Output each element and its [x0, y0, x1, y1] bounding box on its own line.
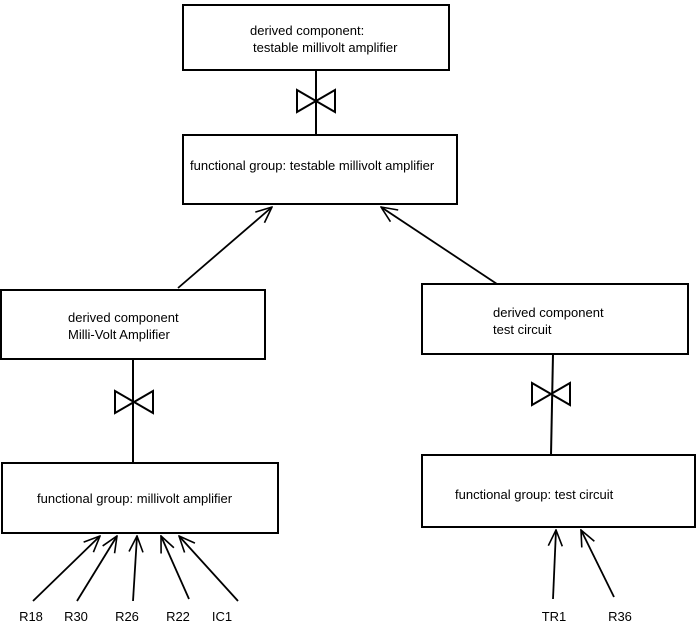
component-label-ic1: IC1 — [212, 609, 232, 624]
bowtie-icon-right — [531, 381, 571, 407]
arrow-r22 — [160, 536, 190, 600]
node-left-derived: derived component Milli-Volt Amplifier — [0, 289, 266, 360]
node-top-functional-box — [182, 134, 458, 205]
node-left-derived-label-line1: derived component — [68, 310, 179, 325]
node-right-functional: functional group: test circuit — [421, 454, 696, 528]
node-right-derived-label-line2: test circuit — [493, 322, 552, 337]
node-right-functional-label: functional group: test circuit — [455, 487, 614, 502]
component-label-r36: R36 — [608, 609, 632, 624]
arrow-r26 — [133, 536, 137, 602]
arrow-right-derived-to-top-functional — [381, 207, 501, 287]
arrow-ic1 — [179, 536, 239, 602]
node-left-functional-box — [1, 462, 279, 534]
arrow-r36 — [581, 530, 615, 598]
bowtie-icon-left — [114, 389, 154, 415]
arrow-tr1 — [553, 530, 556, 600]
node-right-derived-label-line1: derived component — [493, 305, 604, 320]
component-label-r26: R26 — [115, 609, 139, 624]
node-top-derived-label-line2: testable millivolt amplifier — [253, 40, 398, 55]
node-left-functional: functional group: millivolt amplifier — [1, 462, 279, 534]
node-top-derived-label-line1: derived component: — [250, 23, 364, 38]
node-right-functional-box — [421, 454, 696, 528]
node-top-functional-label: functional group: testable millivolt amp… — [190, 158, 435, 173]
node-left-derived-label-line2: Milli-Volt Amplifier — [68, 327, 171, 342]
arrow-r30 — [76, 536, 117, 602]
arrow-r18 — [32, 536, 100, 602]
node-top-functional: functional group: testable millivolt amp… — [182, 134, 458, 205]
node-left-functional-label: functional group: millivolt amplifier — [37, 491, 233, 506]
node-top-derived-box — [182, 4, 450, 71]
node-right-derived-box — [421, 283, 689, 355]
component-label-tr1: TR1 — [542, 609, 567, 624]
node-left-derived-box — [0, 289, 266, 360]
node-right-derived: derived component test circuit — [421, 283, 689, 355]
component-label-r22: R22 — [166, 609, 190, 624]
component-label-r30: R30 — [64, 609, 88, 624]
node-top-derived: derived component: testable millivolt am… — [182, 4, 450, 71]
connector-right-derived-to-functional — [550, 353, 554, 456]
arrow-left-derived-to-top-functional — [177, 207, 272, 289]
bowtie-icon-top — [296, 88, 336, 114]
component-label-r18: R18 — [19, 609, 43, 624]
